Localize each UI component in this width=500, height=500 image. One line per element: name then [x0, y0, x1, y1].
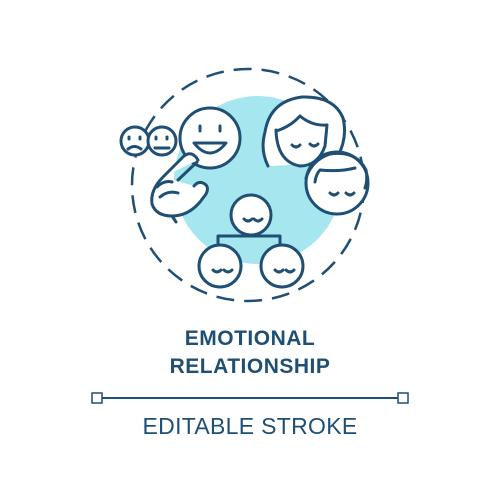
- pointing-hand-icon: [150, 152, 209, 224]
- title-line-1: EMOTIONAL: [184, 327, 316, 350]
- title-line-2: RELATIONSHIP: [169, 355, 331, 378]
- sad-face-icon: [119, 125, 151, 157]
- people-network-icon: [197, 193, 305, 289]
- man-head-icon: [304, 150, 370, 216]
- happy-face-icon: [178, 106, 242, 170]
- subtitle: EDITABLE STROKE: [142, 413, 358, 439]
- editable-stroke-line: [91, 392, 409, 404]
- neutral-face-icon: [146, 125, 178, 157]
